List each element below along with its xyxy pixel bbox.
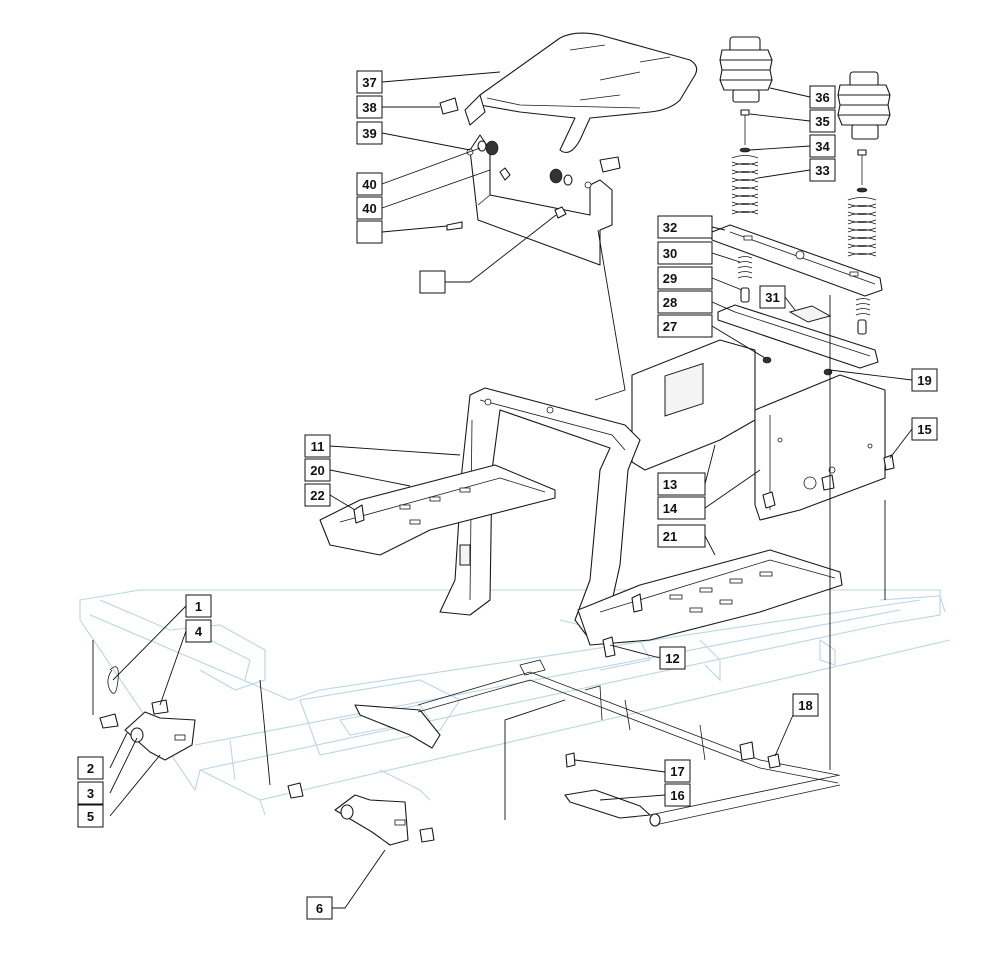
callout-31: 33 — [809, 158, 836, 182]
callout-30: 32 — [657, 215, 713, 239]
callout-19: 19 — [911, 368, 938, 392]
callout-33: 35 — [809, 109, 836, 133]
callout-25: 27 — [657, 314, 713, 338]
svg-text:38: 38 — [362, 100, 376, 115]
svg-text:36: 36 — [815, 90, 829, 105]
svg-text:14: 14 — [663, 501, 678, 516]
callout-16: 16 — [664, 783, 691, 807]
callout-20: 20 — [304, 458, 331, 482]
svg-text:27: 27 — [663, 319, 677, 334]
callout-29: 31 — [759, 285, 786, 309]
callout-40-upper — [356, 220, 383, 244]
svg-text:2: 2 — [87, 761, 94, 776]
svg-text:15: 15 — [917, 422, 931, 437]
svg-text:1: 1 — [195, 599, 202, 614]
svg-text:12: 12 — [665, 651, 679, 666]
svg-text:4: 4 — [195, 624, 203, 639]
seat-support-frame — [439, 387, 641, 641]
callout-40-lower — [419, 270, 446, 294]
callout-11: 11 — [304, 434, 331, 458]
svg-text:17: 17 — [670, 764, 684, 779]
callout-6: 6 — [306, 896, 333, 920]
adjuster-linkage — [354, 659, 841, 827]
svg-text:29: 29 — [663, 271, 677, 286]
callout-21: 21 — [657, 524, 706, 548]
left-brackets — [99, 666, 435, 846]
svg-text:18: 18 — [798, 698, 812, 713]
callout-12: 12 — [659, 646, 686, 670]
svg-text:28: 28 — [663, 295, 677, 310]
callout-5: 5 — [77, 804, 104, 828]
callout-37: 39 — [356, 121, 383, 145]
svg-text:22: 22 — [310, 488, 324, 503]
callout-35: 37 — [356, 70, 383, 94]
svg-text:35: 35 — [815, 114, 829, 129]
callout-36: 38 — [356, 95, 383, 119]
svg-text:19: 19 — [917, 373, 931, 388]
callout-26: 28 — [657, 290, 713, 314]
svg-text:6: 6 — [316, 901, 323, 916]
svg-text:40: 40 — [362, 177, 376, 192]
svg-text:3: 3 — [87, 786, 94, 801]
callout-34: 36 — [809, 85, 836, 109]
callout-27: 29 — [657, 266, 713, 290]
svg-text:20: 20 — [310, 463, 324, 478]
callout-14: 14 — [657, 496, 706, 520]
svg-text:21: 21 — [663, 529, 677, 544]
callout-39: 40 — [356, 196, 383, 220]
svg-text:5: 5 — [87, 809, 94, 824]
svg-text:13: 13 — [663, 477, 677, 492]
svg-text:33: 33 — [815, 163, 829, 178]
suspension-assembly — [719, 36, 891, 257]
callout-15: 15 — [911, 417, 938, 441]
svg-text:37: 37 — [362, 75, 376, 90]
seat-pan — [464, 32, 698, 153]
svg-text:11: 11 — [311, 439, 325, 454]
left-footboard — [319, 464, 556, 556]
callout-17: 17 — [664, 759, 691, 783]
svg-text:34: 34 — [815, 139, 830, 154]
callout-3: 3 — [77, 781, 104, 805]
small-springs — [737, 256, 871, 335]
svg-text:39: 39 — [362, 126, 376, 141]
upper-rail — [711, 224, 883, 297]
callout-4: 4 — [185, 619, 212, 643]
callouts: 37 38 39 40 40 36 35 34 33 32 30 29 28 2… — [77, 70, 938, 920]
seat-box — [631, 339, 895, 521]
svg-text:32: 32 — [663, 220, 677, 235]
callout-13: 13 — [657, 472, 706, 496]
lower-rail — [717, 304, 879, 376]
leader-lines — [92, 71, 913, 909]
svg-text:40: 40 — [362, 201, 376, 216]
svg-text:16: 16 — [670, 788, 684, 803]
callout-38: 40 — [356, 172, 383, 196]
callout-32: 34 — [809, 134, 836, 158]
seat-bracket — [439, 97, 621, 266]
svg-text:30: 30 — [663, 246, 677, 261]
right-footboard — [577, 549, 843, 658]
svg-text:31: 31 — [765, 290, 779, 305]
callout-22: 22 — [304, 483, 331, 507]
callout-28: 30 — [657, 241, 713, 265]
callout-18: 18 — [792, 693, 819, 717]
callout-2: 2 — [77, 756, 104, 780]
callout-1: 1 — [185, 594, 212, 618]
